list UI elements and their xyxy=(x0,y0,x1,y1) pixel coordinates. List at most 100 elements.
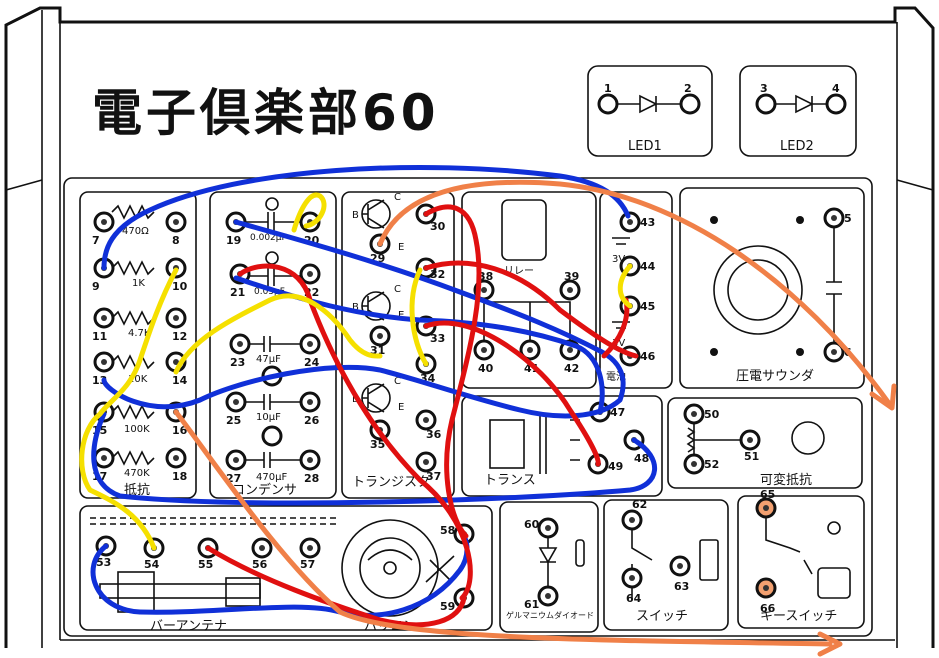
transistor-section-label: トランジスタ xyxy=(352,475,430,490)
terminal-number: 14 xyxy=(172,374,188,387)
terminal-number: 63 xyxy=(674,580,689,593)
terminal-contact xyxy=(101,359,107,365)
terminal-number: 61 xyxy=(524,598,539,611)
terminal-contact xyxy=(101,219,107,225)
terminal-contact xyxy=(481,287,487,293)
capacitor-symbols xyxy=(246,212,300,468)
terminal-3[interactable] xyxy=(755,93,777,115)
terminal-contact xyxy=(101,455,107,461)
bar-antenna-label: バーアンテナ xyxy=(150,619,227,634)
terminal-number: 66 xyxy=(760,602,776,615)
terminal-number: 57 xyxy=(300,558,315,571)
transistor-block: B B B C C C E E E トランジスタ xyxy=(341,191,455,499)
led1-label: LED1 xyxy=(628,139,662,154)
capacitor-value: 0.002μF xyxy=(250,233,287,243)
blue-wire[interactable] xyxy=(233,275,605,415)
variable-resistor-label: 可変抵抗 xyxy=(760,472,812,488)
terminal-number: 42 xyxy=(564,362,579,375)
jumper-wires xyxy=(79,164,897,657)
terminal-contact xyxy=(527,347,533,353)
terminal-contact xyxy=(423,417,429,423)
terminal-contact xyxy=(233,399,239,405)
resistor-section-label: 抵抗 xyxy=(124,483,150,498)
bar-antenna-rod xyxy=(99,583,261,599)
terminal-2[interactable] xyxy=(679,93,701,115)
terminal-contact xyxy=(377,333,383,339)
terminal-number: 30 xyxy=(430,220,446,233)
led2-panel: 3 4 LED2 xyxy=(739,65,857,157)
switch-symbol-icon xyxy=(631,524,653,600)
blue-wire[interactable] xyxy=(101,164,631,271)
terminal-contact xyxy=(627,219,633,225)
terminal-number: 52 xyxy=(704,458,719,471)
resistor-value: 100K xyxy=(124,424,150,435)
transformer-section-label: トランス xyxy=(484,473,536,488)
terminal-number: 51 xyxy=(744,450,759,463)
terminal-number: 10 xyxy=(172,280,188,293)
blue-wire[interactable] xyxy=(90,531,470,618)
terminal-number: 50 xyxy=(704,408,720,421)
terminal-4[interactable] xyxy=(825,93,847,115)
terminal-contact xyxy=(831,349,837,355)
terminal-contact xyxy=(173,359,179,365)
terminal-number: 43 xyxy=(640,216,655,229)
key-switch-block: キースイッチ xyxy=(737,495,865,629)
capacitor-value: 10μF xyxy=(256,412,281,423)
yellow-wire[interactable] xyxy=(617,263,633,309)
piezo-block: 圧電サウンダ xyxy=(679,187,865,389)
terminal-number: 25 xyxy=(226,414,241,427)
orange-wire[interactable] xyxy=(377,179,891,405)
yellow-wire[interactable] xyxy=(409,267,429,367)
red-wire[interactable] xyxy=(423,260,639,359)
relay-label: リレー xyxy=(504,266,534,277)
resistor-block: 470Ω 1K 4.7K 10K 100K 470K 抵抗 xyxy=(79,191,197,499)
svg-text:E: E xyxy=(398,310,404,321)
terminal-number: 46 xyxy=(640,350,656,363)
terminal-number: 54 xyxy=(144,558,160,571)
terminal-number: 53 xyxy=(96,556,111,569)
resistor-value: 4.7K xyxy=(128,328,151,339)
terminal-number: 59 xyxy=(440,600,455,613)
terminal-contact xyxy=(629,575,635,581)
red-wire[interactable] xyxy=(237,263,473,601)
diode-symbol-icon xyxy=(538,534,558,590)
capacitor-value: 0.05μF xyxy=(254,287,285,297)
terminal-number: 49 xyxy=(608,460,623,473)
yellow-wire[interactable] xyxy=(79,267,179,551)
yellow-wire[interactable] xyxy=(291,192,327,233)
led-diode-icon xyxy=(775,94,827,114)
terminal-number: 23 xyxy=(230,356,245,369)
potentiometer-knob-icon xyxy=(791,421,825,455)
red-wire[interactable] xyxy=(423,320,601,467)
terminal-contact xyxy=(173,315,179,321)
svg-text:C: C xyxy=(394,284,401,295)
capacitor-section-label: コンデンサ xyxy=(232,482,297,498)
title-text: 電子倶楽部60 xyxy=(92,84,440,142)
yellow-wire[interactable] xyxy=(173,293,383,375)
orange-wire[interactable] xyxy=(173,409,833,647)
blue-wire[interactable] xyxy=(91,411,657,506)
terminal-1[interactable] xyxy=(597,93,619,115)
terminal-contact xyxy=(747,437,753,443)
red-wire[interactable] xyxy=(205,545,467,628)
terminal-contact xyxy=(567,347,573,353)
terminal-number: 48 xyxy=(634,452,649,465)
red-wire[interactable] xyxy=(423,204,482,539)
terminal-number: 60 xyxy=(524,518,540,531)
resistor-value: 470K xyxy=(124,468,150,479)
transformer-icon xyxy=(489,419,525,469)
terminal-contact xyxy=(691,411,697,417)
terminal-number: 26 xyxy=(304,414,320,427)
svg-text:B: B xyxy=(352,210,359,221)
variable-resistor-block: 可変抵抗 xyxy=(667,397,863,489)
terminal-number: 32 xyxy=(430,268,445,281)
terminal-contact xyxy=(233,457,239,463)
terminal-number: 28 xyxy=(304,472,319,485)
terminal-contact xyxy=(545,593,551,599)
terminal-contact xyxy=(173,219,179,225)
slide-switch-icon xyxy=(699,539,719,581)
terminal-number: 64 xyxy=(626,592,642,605)
battery-value: 3V xyxy=(612,254,625,265)
terminal-number: 7 xyxy=(92,234,100,247)
